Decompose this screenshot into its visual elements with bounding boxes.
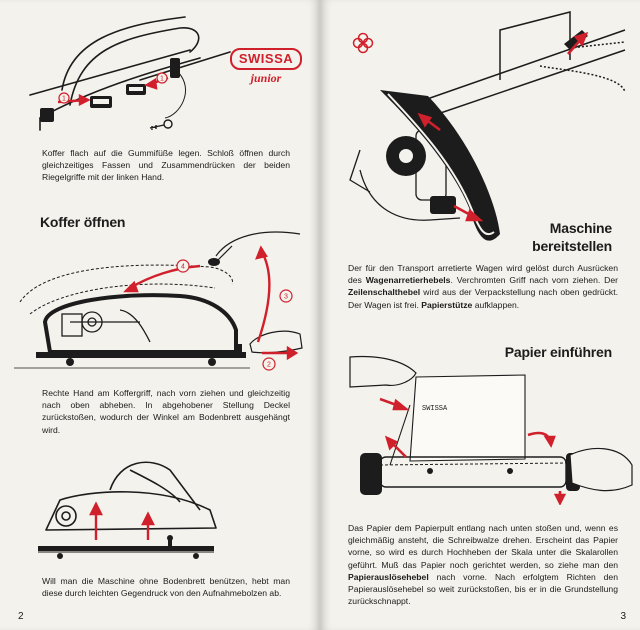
caption-lock: Koffer flach auf die Gummifüße legen. Sc… (42, 148, 290, 183)
heading-bereitstellen: bereitstellen (532, 238, 612, 254)
term-zeilenschalthebel: Zeilenschalthebel (348, 287, 421, 298)
page-number-left: 2 (18, 611, 24, 622)
step-marker-3: 3 (284, 294, 288, 301)
case-opening-illustration: 3 2 4 (14, 231, 303, 371)
machine-lift-illustration (38, 461, 217, 559)
heading-maschine: Maschine (549, 220, 612, 236)
term-papierstuetze: Papierstütze (421, 299, 473, 310)
term-papierausloesehebel: Papierauslösehebel (348, 571, 429, 582)
para1-text-e: wird aus der Verpackstellung nach oben g… (348, 287, 618, 310)
step-marker-1a: 1 (62, 96, 66, 103)
step-marker-4: 4 (181, 264, 185, 271)
para1-text-c: . Verchromten Griff nach vorn ziehen. De… (450, 275, 618, 286)
carriage-release-illustration (349, 11, 626, 241)
caption-remove-base: Will man die Maschine ohne Bodenbrett be… (42, 576, 290, 599)
para1-text-g: aufklappen. (472, 299, 520, 310)
swissa-mark-icon (352, 32, 374, 54)
step-marker-1b: 1 (160, 76, 164, 83)
page-left: 1 1 SWISSA junior Koffer flach auf die G… (0, 0, 320, 630)
paragraph-carriage: Der für den Transport arretierte Wagen w… (348, 262, 618, 311)
caption-open-case: Rechte Hand am Koffergriff, nach vorn zi… (42, 388, 290, 435)
case-lock-illustration: 1 1 (29, 16, 231, 131)
step-marker-2: 2 (267, 362, 271, 369)
para1-text-a: Der für den Transport arretierte Wagen w… (348, 263, 618, 286)
page-number-right: 3 (620, 611, 626, 622)
heading-koffer-oeffnen: Koffer öffnen (40, 214, 126, 230)
heading-papier-einfuehren: Papier einführen (504, 344, 612, 360)
paragraph-paper: Das Papier dem Papierpult entlang nach u… (348, 522, 618, 607)
paper-label-swissa: SWISSA (422, 405, 448, 413)
para2-text-a: Das Papier dem Papierpult entlang nach u… (348, 523, 618, 570)
para2-text-c: nach vorne. Nach erfolgtem Richten den P… (348, 571, 618, 607)
paper-insert-illustration: SWISSA (349, 355, 633, 505)
logo-brand: SWISSA (230, 48, 302, 70)
swissa-junior-logo: SWISSA junior (230, 48, 302, 88)
term-wagenarretierhebel: Wagenarretierhebels (365, 275, 451, 286)
page-right: Maschine bereitstellen Der für den Trans… (320, 0, 640, 630)
logo-model: junior (250, 71, 282, 85)
